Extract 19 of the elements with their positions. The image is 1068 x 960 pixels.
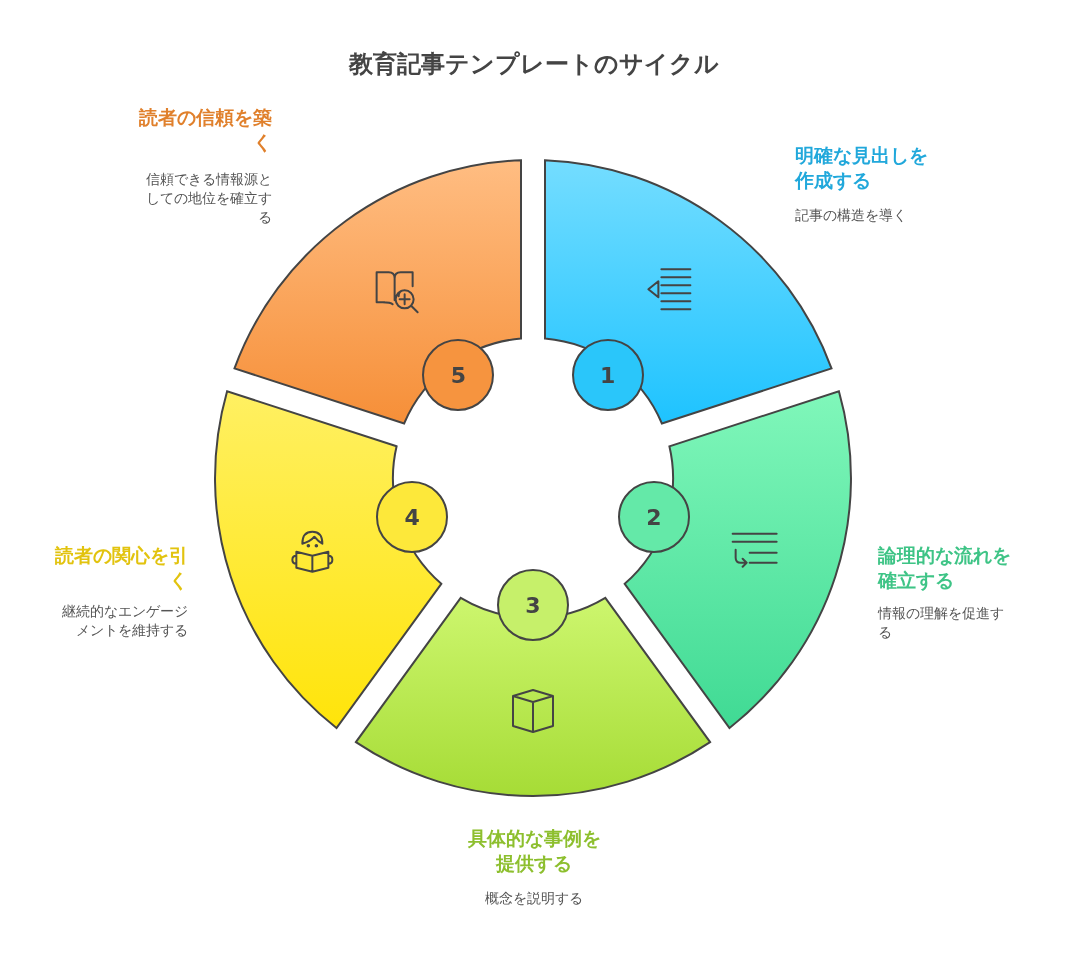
step-heading: 読者の信頼を築く (137, 105, 272, 155)
title: 教育記事テンプレートのサイクル (347, 49, 720, 80)
step-description: 継続的なエンゲージメントを維持する (61, 602, 188, 640)
ring-segment (354, 596, 712, 797)
step-description: 記事の構造を導く (795, 206, 908, 225)
step-description: 信頼できる情報源としての地位を確立する (145, 170, 272, 227)
number-circle: 1 (571, 339, 644, 412)
step-description: 情報の理解を促進する (878, 604, 1005, 642)
ring-segment (214, 390, 443, 729)
step-heading: 具体的な事例を提供する (466, 826, 602, 876)
ring-segment (623, 390, 852, 729)
step-heading: 明確な見出しを作成する (795, 143, 929, 193)
number-circle: 5 (422, 339, 495, 412)
step-description: 概念を説明する (484, 889, 584, 908)
step-heading: 読者の関心を引く (53, 543, 188, 593)
number-circle: 3 (497, 569, 569, 641)
number-circle: 4 (376, 481, 449, 554)
step-heading: 論理的な流れを確立する (878, 543, 1012, 593)
number-circle: 2 (617, 481, 690, 554)
